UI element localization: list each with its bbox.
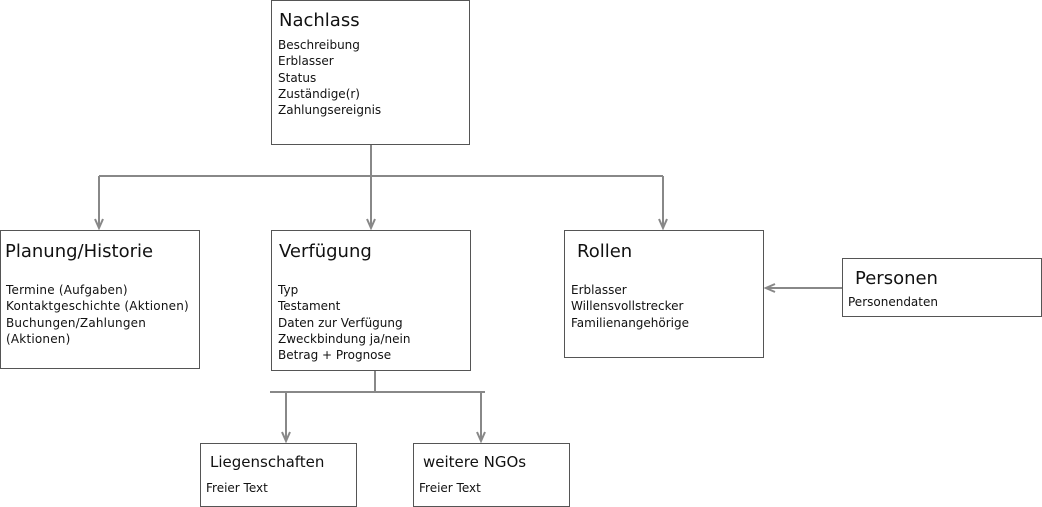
- rollen-attr: Familienangehörige: [571, 315, 690, 330]
- nachlass-attr: Zahlungsereignis: [278, 103, 382, 118]
- verfuegung-attributes: Typ Testament Daten zur Verfügung Zweckb…: [278, 282, 410, 363]
- liegenschaften-attr: Freier Text: [206, 481, 268, 495]
- personen-attributes: Personendaten: [848, 294, 938, 310]
- weitere-ngos-attributes: Freier Text: [419, 480, 481, 496]
- nachlass-attr: Zuständige(r): [278, 86, 360, 101]
- planung-attr: Buchungen/Zahlungen: [6, 315, 147, 330]
- planung-historie-attributes: Termine (Aufgaben) Kontaktgeschichte (Ak…: [6, 282, 189, 347]
- verfuegung-attr: Testament: [278, 299, 341, 314]
- verfuegung-attr: Zweckbindung ja/nein: [278, 331, 411, 346]
- verfuegung-attr: Typ: [278, 283, 299, 297]
- planung-attr: Kontaktgeschichte (Aktionen): [6, 299, 189, 314]
- planung-attr: (Aktionen): [6, 331, 71, 346]
- personen-attr: Personendaten: [848, 295, 938, 309]
- nachlass-attributes: Beschreibung Erblasser Status Zuständige…: [278, 37, 381, 118]
- verfuegung-box: Verfügung Typ Testament Daten zur Verfüg…: [271, 230, 471, 371]
- rollen-attributes: Erblasser Willensvollstrecker Familienan…: [571, 282, 689, 331]
- rollen-box: Rollen Erblasser Willensvollstrecker Fam…: [564, 230, 764, 358]
- personen-box: Personen Personendaten: [842, 258, 1042, 317]
- weitere-ngos-box: weitere NGOs Freier Text: [413, 443, 570, 507]
- nachlass-box: Nachlass Beschreibung Erblasser Status Z…: [271, 0, 470, 145]
- verfuegung-attr: Daten zur Verfügung: [278, 315, 403, 330]
- verfuegung-title: Verfügung: [279, 241, 372, 262]
- weitere-ngos-title: weitere NGOs: [423, 453, 527, 471]
- liegenschaften-attributes: Freier Text: [206, 480, 268, 496]
- personen-title: Personen: [855, 268, 938, 289]
- planung-historie-title: Planung/Historie: [5, 241, 154, 262]
- nachlass-attr: Beschreibung: [278, 38, 360, 52]
- rollen-title: Rollen: [577, 241, 633, 262]
- liegenschaften-box: Liegenschaften Freier Text: [200, 443, 357, 507]
- verfuegung-attr: Betrag + Prognose: [278, 348, 392, 363]
- liegenschaften-title: Liegenschaften: [210, 453, 325, 471]
- nachlass-attr: Status: [278, 70, 317, 85]
- planung-attr: Termine (Aufgaben): [6, 283, 128, 297]
- nachlass-title: Nachlass: [279, 10, 360, 31]
- planung-historie-box: Planung/Historie Termine (Aufgaben) Kont…: [0, 230, 200, 369]
- nachlass-attr: Erblasser: [278, 54, 334, 69]
- rollen-attr: Erblasser: [571, 283, 627, 297]
- rollen-attr: Willensvollstrecker: [571, 299, 684, 314]
- ngos-attr: Freier Text: [419, 481, 481, 495]
